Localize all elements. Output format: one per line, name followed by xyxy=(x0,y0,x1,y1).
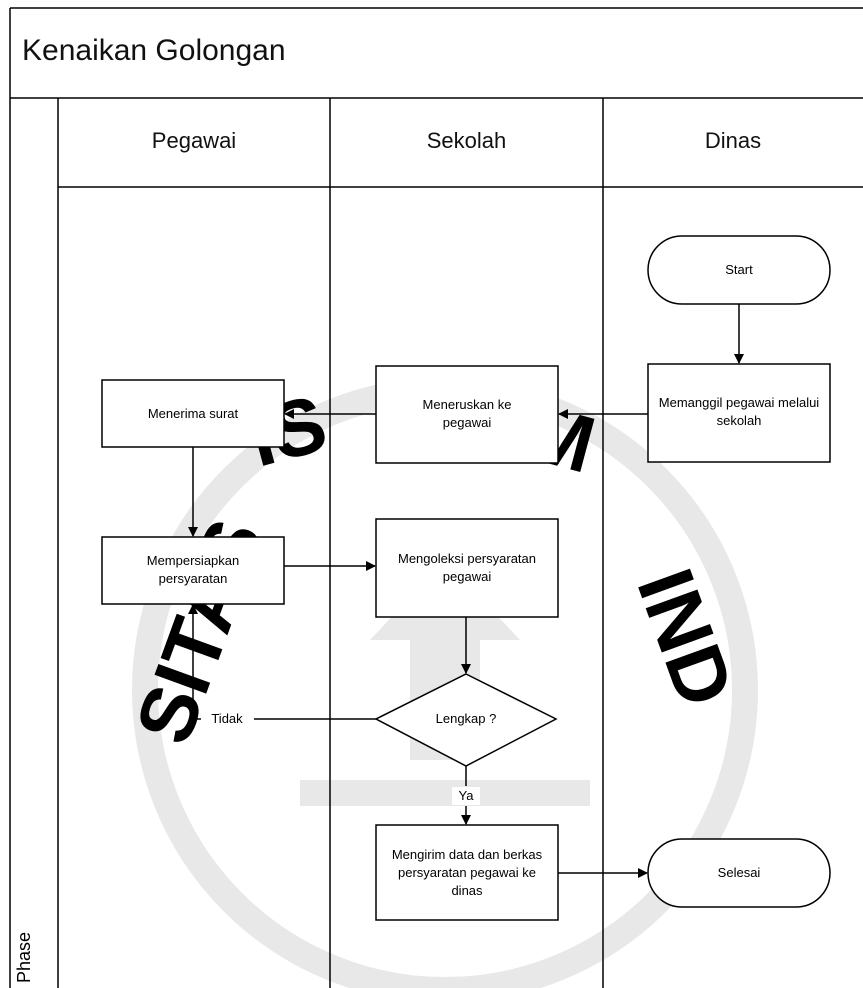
mengirim-node xyxy=(375,824,559,921)
diagram-title: Kenaikan Golongan xyxy=(22,34,286,67)
meneruskan-node xyxy=(375,365,559,464)
memanggil-node xyxy=(647,363,831,463)
edge-label-tidak: Tidak xyxy=(201,709,253,729)
phase-label: Phase xyxy=(14,931,34,983)
menerima-label: Menerima surat xyxy=(147,406,239,421)
mempersiapkan-label: Mempersiapkan persyaratan xyxy=(146,553,240,586)
lane-header-sekolah: Sekolah xyxy=(426,128,507,153)
selesai-node xyxy=(647,838,831,908)
lane-header-pegawai: Pegawai xyxy=(151,128,237,153)
meneruskan-label: Meneruskan ke pegawai xyxy=(422,397,512,430)
pool-frame xyxy=(9,7,863,988)
mengoleksi-label: Mengoleksi persyaratan pegawai xyxy=(397,551,537,584)
mempersiapkan-node xyxy=(101,536,285,605)
memanggil-label: Memanggil pegawai melalui sekolah xyxy=(658,395,820,428)
mengoleksi-node xyxy=(375,518,559,618)
mengirim-label: Mengirim data dan berkas persyaratan peg… xyxy=(391,847,543,898)
selesai-label: Selesai xyxy=(717,865,761,880)
edge-tidak-mempersiapkan xyxy=(188,604,203,720)
lengkap-label: Lengkap ? xyxy=(435,711,497,726)
start-label: Start xyxy=(725,262,753,277)
lane-header-dinas: Dinas xyxy=(704,128,762,153)
edge-label-ya: Ya xyxy=(452,787,480,805)
menerima-node xyxy=(101,379,285,448)
